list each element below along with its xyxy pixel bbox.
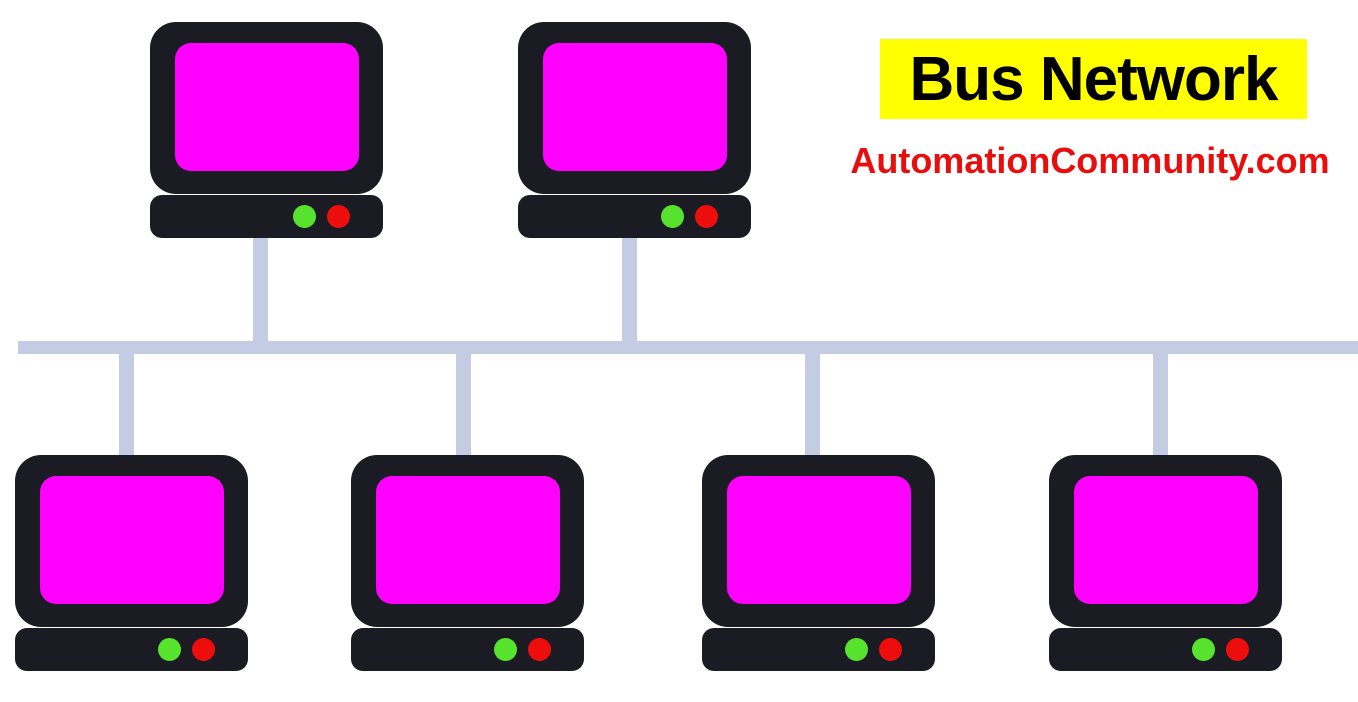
screen [375, 476, 560, 604]
power-led-red-icon [192, 638, 215, 661]
computer-top-1 [150, 22, 383, 238]
power-led-red-icon [327, 205, 350, 228]
screen [542, 43, 727, 171]
screen [1073, 476, 1258, 604]
connector-top-1 [253, 235, 268, 345]
connector-bottom-2 [456, 350, 471, 460]
connector-bottom-1 [119, 350, 134, 460]
power-led-red-icon [879, 638, 902, 661]
monitor [1049, 455, 1282, 627]
computer-base [15, 628, 248, 671]
computer-base [702, 628, 935, 671]
screen [174, 43, 359, 171]
power-led-red-icon [1226, 638, 1249, 661]
power-led-green-icon [661, 205, 684, 228]
watermark-text: AutomationCommunity.com [850, 140, 1330, 181]
power-led-green-icon [845, 638, 868, 661]
power-led-green-icon [158, 638, 181, 661]
computer-bottom-2 [351, 455, 584, 671]
computer-base [1049, 628, 1282, 671]
computer-base [351, 628, 584, 671]
computer-bottom-4 [1049, 455, 1282, 671]
monitor [351, 455, 584, 627]
monitor [150, 22, 383, 194]
monitor [702, 455, 935, 627]
computer-bottom-3 [702, 455, 935, 671]
power-led-green-icon [293, 205, 316, 228]
computer-top-2 [518, 22, 751, 238]
power-led-red-icon [695, 205, 718, 228]
page-title: Bus Network [880, 39, 1307, 119]
computer-bottom-1 [15, 455, 248, 671]
computer-base [150, 195, 383, 238]
screen [726, 476, 911, 604]
monitor [15, 455, 248, 627]
connector-bottom-3 [805, 350, 820, 460]
connector-top-2 [622, 235, 637, 345]
power-led-green-icon [494, 638, 517, 661]
power-led-green-icon [1192, 638, 1215, 661]
power-led-red-icon [528, 638, 551, 661]
screen [39, 476, 224, 604]
computer-base [518, 195, 751, 238]
connector-bottom-4 [1153, 350, 1168, 460]
bus-line [18, 341, 1358, 354]
monitor [518, 22, 751, 194]
